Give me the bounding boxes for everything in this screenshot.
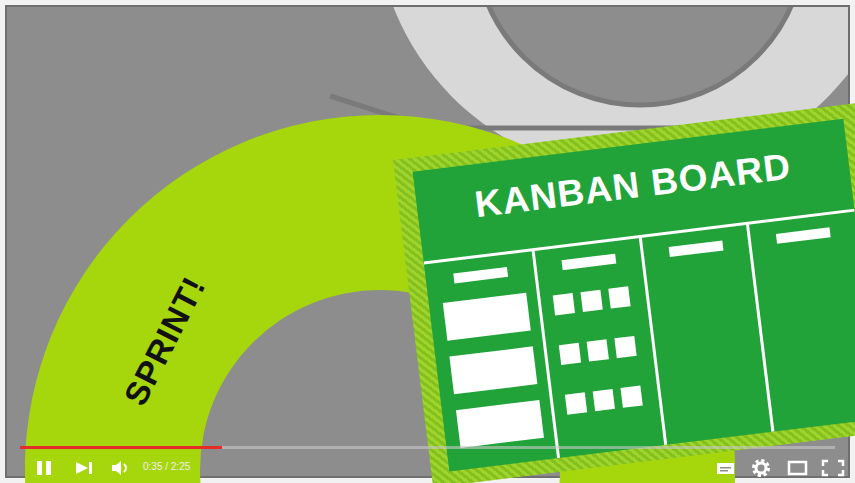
task-card <box>614 336 636 358</box>
captions-icon <box>720 470 728 472</box>
grid-line <box>640 236 666 444</box>
task-card <box>565 392 587 414</box>
next-icon <box>89 462 92 474</box>
theater-icon <box>789 462 806 474</box>
task-card <box>581 290 603 312</box>
kanban-board: KANBAN BOARD <box>393 103 855 483</box>
progress-track <box>20 446 835 449</box>
fullscreen-icon <box>823 461 843 475</box>
grid-line <box>747 223 773 431</box>
task-card <box>443 293 531 341</box>
task-card <box>587 339 609 361</box>
progress-played <box>20 446 222 449</box>
task-card <box>608 286 630 308</box>
captions-icon <box>717 463 734 474</box>
board-panel: KANBAN BOARD <box>413 119 855 472</box>
captions-icon <box>720 467 731 469</box>
task-card <box>456 400 544 448</box>
time-display: 0:35 / 2:25 <box>143 461 190 472</box>
task-card <box>559 343 581 365</box>
task-card <box>593 389 615 411</box>
pause-icon <box>37 461 42 475</box>
pause-icon <box>46 461 51 475</box>
column-header <box>453 267 508 284</box>
column-header <box>561 254 616 271</box>
column-header <box>776 227 831 244</box>
settings-icon <box>756 463 766 473</box>
task-card <box>620 386 642 408</box>
task-card <box>553 293 575 315</box>
column-header <box>669 240 724 257</box>
settings-icon <box>754 461 768 475</box>
task-card <box>449 346 537 394</box>
dark-disc <box>475 0 805 105</box>
